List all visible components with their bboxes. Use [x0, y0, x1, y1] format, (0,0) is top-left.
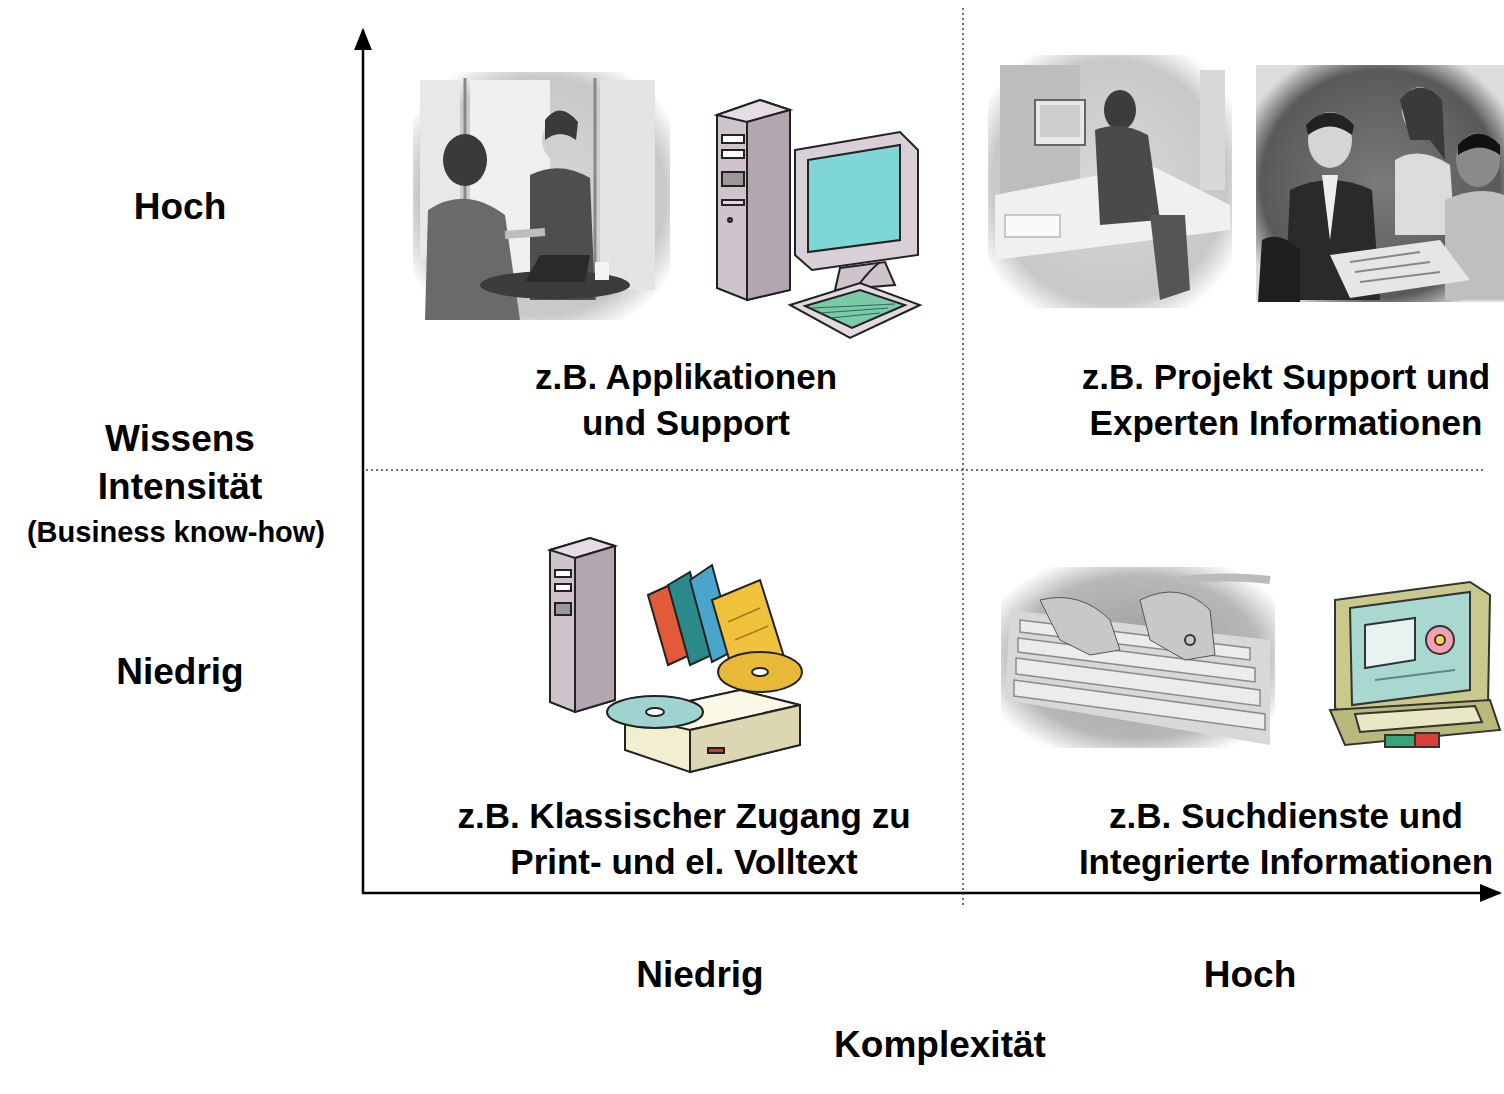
axis-value: Hoch	[70, 183, 290, 231]
photo-meeting	[1256, 65, 1504, 302]
photo-handshake	[413, 72, 670, 320]
y-axis	[362, 30, 365, 894]
quadrant-caption: z.B. Applikationen und Support	[516, 354, 856, 446]
axis-subtitle: (Business know-how)	[6, 514, 346, 552]
axis-value: Hoch	[1120, 951, 1380, 999]
caption-text: z.B. Klassischer Zugang zu Print- und el…	[438, 793, 930, 885]
photo-office	[988, 55, 1232, 308]
laptop-icon	[1330, 582, 1500, 747]
caption-text: z.B. Applikationen und Support	[520, 354, 852, 446]
photo-keyboard	[1001, 567, 1275, 748]
axis-value: Niedrig	[570, 951, 830, 999]
quadrant-caption: z.B. Suchdienste und Integrierte Informa…	[1072, 793, 1500, 885]
x-axis	[362, 892, 1500, 895]
quadrant-caption: z.B. Klassischer Zugang zu Print- und el…	[434, 793, 934, 885]
axis-value: Niedrig	[70, 648, 290, 696]
axis-title: Komplexität	[740, 1021, 1140, 1069]
caption-text: z.B. Suchdienste und Integrierte Informa…	[1076, 793, 1496, 885]
computer-icon	[717, 100, 920, 338]
axis-title: Wissens Intensität	[75, 415, 285, 511]
quadrant-caption: z.B. Projekt Support und Experten Inform…	[1072, 354, 1500, 446]
divider	[962, 8, 964, 905]
divider	[366, 469, 1486, 471]
library-icon	[550, 538, 802, 772]
caption-text: z.B. Projekt Support und Experten Inform…	[1076, 354, 1496, 446]
